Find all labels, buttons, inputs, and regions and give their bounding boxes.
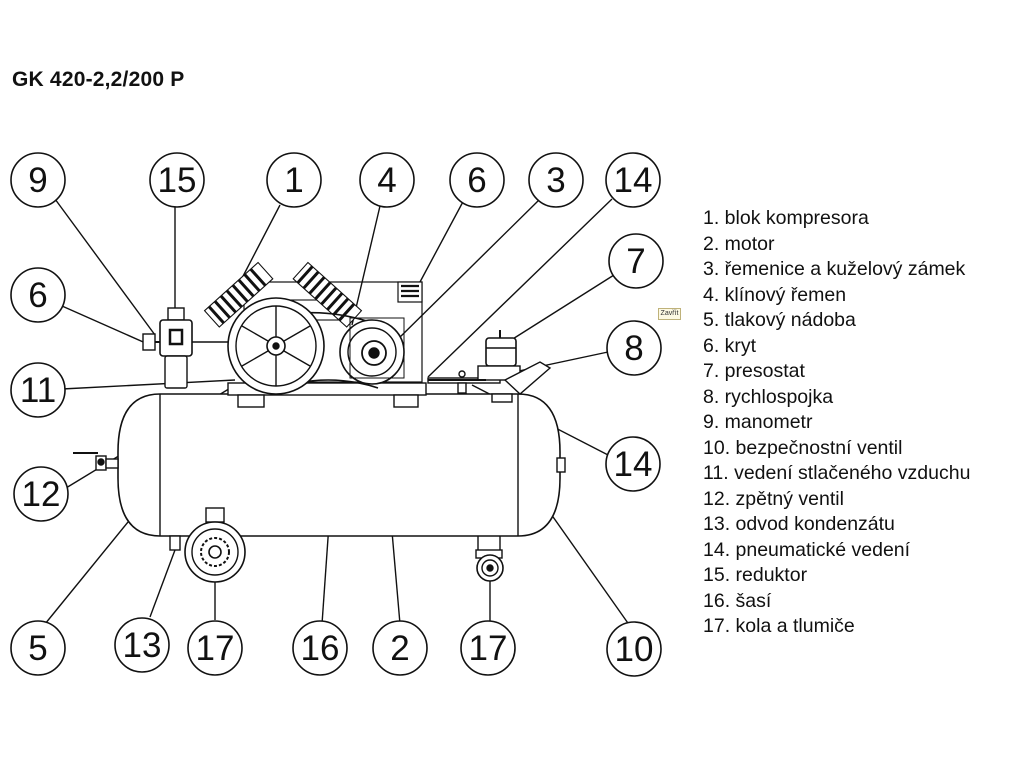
svg-text:15: 15 (158, 161, 197, 200)
pressure-tank (117, 393, 566, 537)
svg-text:16: 16 (301, 629, 340, 668)
callout-6-top: 6 (449, 152, 505, 208)
legend-item: 9. manometr (703, 411, 813, 433)
legend-item: 8. rychlospojka (703, 385, 834, 408)
callout-13: 13 (114, 617, 170, 673)
callout-1: 1 (266, 152, 322, 208)
legend-item: 7. presostat (703, 360, 805, 382)
close-tooltip[interactable]: Zavřít (658, 308, 681, 320)
flywheel (227, 297, 325, 395)
pressure-switch (477, 330, 552, 403)
callout-9: 9 (10, 152, 66, 208)
callout-11: 11 (10, 362, 66, 418)
svg-text:9: 9 (28, 161, 47, 200)
legend-item: 13. odvod kondenzátu (703, 513, 895, 535)
svg-text:17: 17 (196, 629, 235, 668)
svg-text:14: 14 (614, 445, 653, 484)
legend-item: 3. řemenice a kuželový zámek (703, 258, 966, 280)
compressor-illustration (73, 261, 566, 583)
cover-louvers (397, 281, 423, 303)
callout-8: 8 (606, 320, 662, 376)
regulator-unit (142, 307, 228, 389)
callout-14-right: 14 (605, 436, 661, 492)
left-wheel (184, 507, 246, 583)
condensate-drain (169, 535, 181, 551)
motor-pulley (339, 319, 405, 385)
legend-item: 17. kola a tlumiče (703, 615, 855, 637)
svg-text:17: 17 (469, 629, 508, 668)
callout-12: 12 (13, 466, 69, 522)
callout-3: 3 (528, 152, 584, 208)
callout-6-left: 6 (10, 267, 66, 323)
svg-text:14: 14 (614, 161, 653, 200)
svg-text:3: 3 (546, 161, 565, 200)
callout-17-right: 17 (460, 620, 516, 676)
svg-text:5: 5 (28, 629, 47, 668)
callout-5: 5 (10, 620, 66, 676)
legend-item: 1. blok kompresora (703, 207, 869, 229)
svg-text:11: 11 (20, 371, 56, 410)
legend-item: 16. šasí (703, 589, 772, 612)
legend-item: 12. zpětný ventil (703, 487, 844, 510)
svg-text:6: 6 (467, 161, 486, 200)
parts-legend: 1. blok kompresora 2. motor 3. řemenice … (703, 206, 970, 640)
legend-item: 4. klínový řemen (703, 283, 847, 306)
svg-text:12: 12 (22, 475, 61, 514)
legend-item: 2. motor (703, 232, 775, 255)
side-valve (73, 452, 119, 471)
svg-text:13: 13 (123, 626, 162, 665)
legend-item: 15. reduktor (703, 564, 808, 586)
right-wheel (475, 536, 504, 582)
callout-7: 7 (608, 233, 664, 289)
callout-16: 16 (292, 620, 348, 676)
callout-14-top: 14 (605, 152, 661, 208)
legend-item: 14. pneumatické vedení (703, 538, 911, 561)
callout-10: 10 (606, 621, 662, 677)
callout-17-left: 17 (187, 620, 243, 676)
motor-body (349, 317, 405, 379)
legend-item: 6. kryt (703, 334, 757, 357)
svg-text:1: 1 (284, 161, 303, 200)
svg-text:7: 7 (626, 242, 645, 281)
svg-text:10: 10 (615, 630, 654, 669)
legend-item: 5. tlakový nádoba (703, 309, 856, 331)
legend-item: 11. vedení stlačeného vzduchu (703, 462, 971, 484)
fittings (428, 370, 486, 394)
svg-text:8: 8 (624, 329, 643, 368)
svg-text:2: 2 (390, 629, 409, 668)
legend-item: 10. bezpečnostní ventil (703, 436, 903, 459)
svg-text:6: 6 (28, 276, 47, 315)
callout-2: 2 (372, 620, 428, 676)
svg-text:4: 4 (377, 161, 396, 200)
diagram-title: GK 420-2,2/200 P (12, 68, 185, 91)
callout-4: 4 (359, 152, 415, 208)
callout-15: 15 (149, 152, 205, 208)
